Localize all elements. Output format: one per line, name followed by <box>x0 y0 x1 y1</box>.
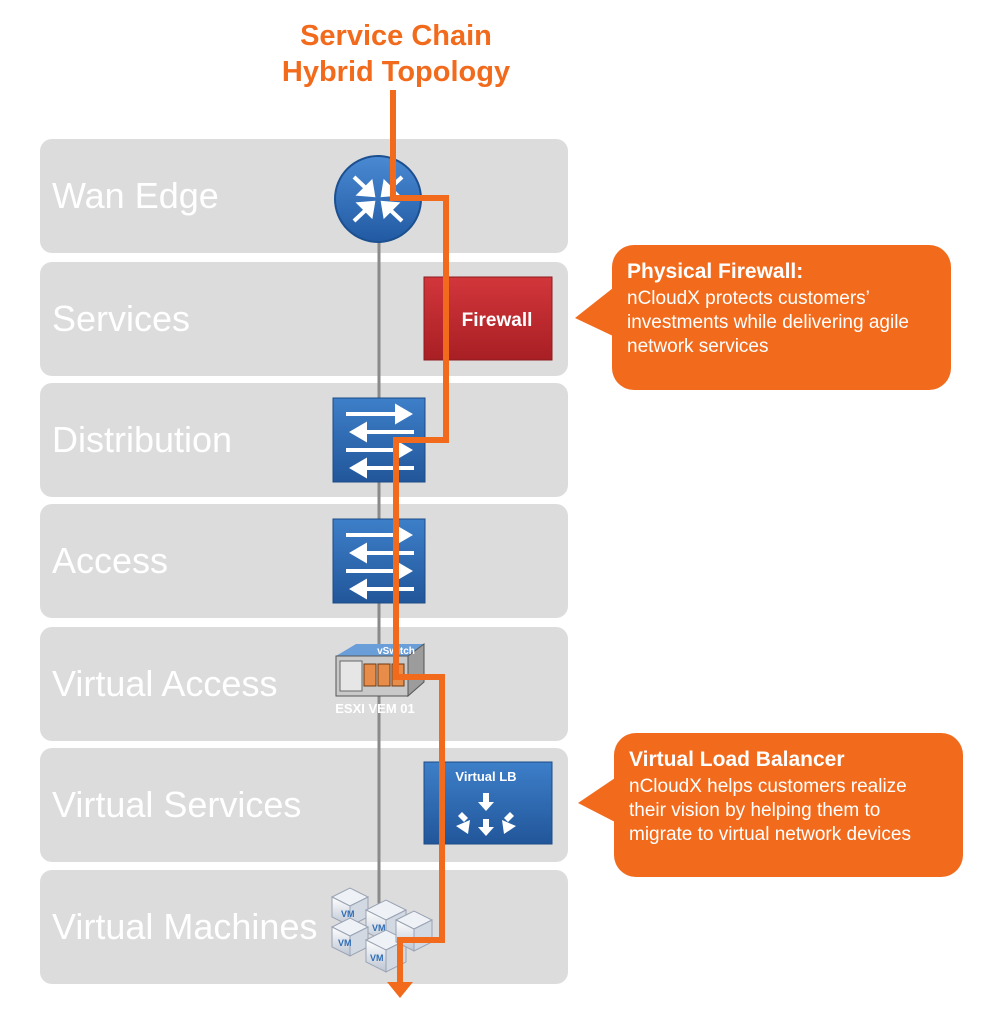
title-line-2: Hybrid Topology <box>281 56 511 88</box>
path-arrowhead <box>387 982 413 998</box>
layer-label: Virtual Access <box>52 663 278 704</box>
vm-label: VM <box>370 953 384 963</box>
router-icon[interactable] <box>334 155 422 243</box>
layer-label: Services <box>52 298 191 339</box>
layer-label: Access <box>52 540 169 581</box>
callout-body: nCloudX helps customers realize their vi… <box>629 776 911 845</box>
layer-label: Wan Edge <box>52 175 219 216</box>
load-balancer-icon <box>456 793 516 836</box>
load-balancer-node[interactable]: Virtual LB <box>423 761 553 845</box>
layer-label: Distribution <box>52 419 233 460</box>
callout-physical-firewall: Physical Firewall: nCloudX protects cust… <box>612 245 951 390</box>
layer-virtual-machines: Virtual Machines <box>40 870 568 984</box>
callout-title: Virtual Load Balancer <box>629 748 845 771</box>
callout-body: nCloudX protects customers’ investments … <box>627 288 909 357</box>
load-balancer-label: Virtual LB <box>455 769 516 784</box>
firewall-label: Firewall <box>462 310 533 331</box>
layer-virtual-access: Virtual Access <box>40 627 568 741</box>
service-chain-path <box>390 90 449 985</box>
vm-label: VM <box>341 909 355 919</box>
vm-label: VM <box>338 938 352 948</box>
callout-title: Physical Firewall: <box>627 260 804 283</box>
access-switch-icon[interactable] <box>332 518 426 604</box>
layer-distribution: Distribution <box>40 383 568 497</box>
callout-virtual-load-balancer: Virtual Load Balancer nCloudX helps cust… <box>614 733 963 877</box>
layer-label: Virtual Machines <box>52 906 318 947</box>
vm-label: VM <box>372 923 386 933</box>
layer-wan-edge: Wan Edge <box>40 139 568 253</box>
vem-label: ESXI VEM 01 <box>335 701 414 716</box>
layer-access: Access <box>40 504 568 618</box>
layer-label: Virtual Services <box>52 784 302 825</box>
title-line-1: Service Chain <box>300 20 492 52</box>
vm-cube-icon[interactable]: VM VM VM VM <box>330 887 434 973</box>
diagram-title: Service Chain Hybrid Topology <box>196 18 596 90</box>
